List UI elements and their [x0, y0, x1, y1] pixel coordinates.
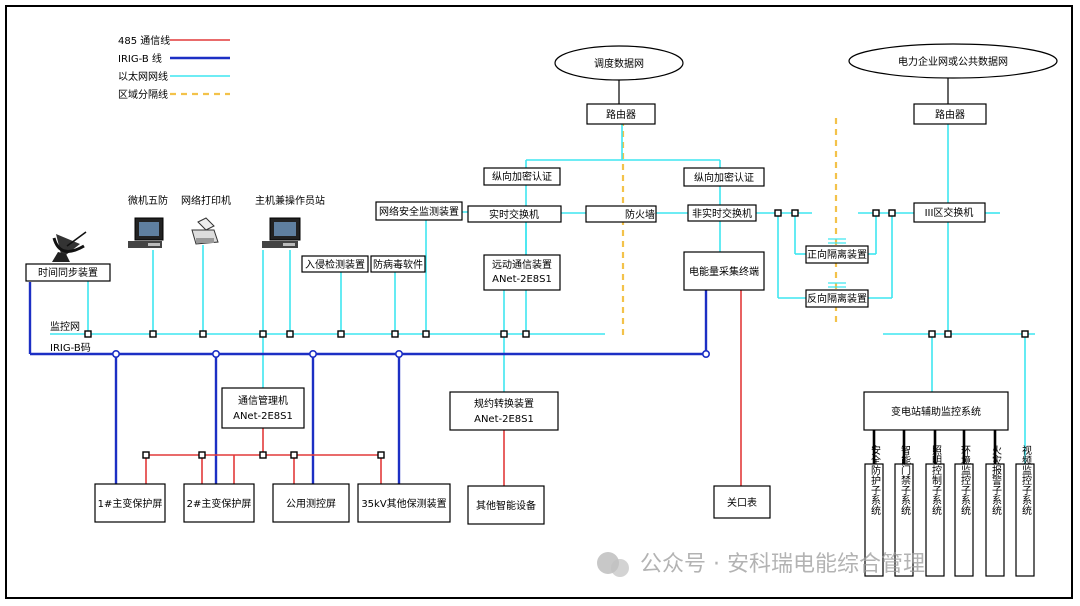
main-transformer-1-label: 1#主变保护屏: [98, 497, 163, 510]
firewall-label: 防火墙: [625, 208, 655, 221]
subsystem-box: [1015, 463, 1035, 577]
realtime-switch: [467, 205, 562, 223]
comm-manager: [221, 387, 305, 429]
enterprise-network-label: 电力企业网或公共数据网: [898, 55, 1008, 68]
dispatch-network-label: 调度数据网: [594, 57, 644, 70]
computer-icon: [262, 217, 301, 248]
protocol-converter: [449, 391, 559, 431]
main-transformer-2-panel: [183, 483, 255, 523]
energy-meter-terminal-label: 电能量采集终端: [689, 265, 759, 278]
encrypt-auth-zone1-label: 纵向加密认证: [492, 170, 552, 183]
protocol-converter-model: ANet-2E8S1: [474, 414, 534, 425]
net-security-monitor: [375, 201, 463, 221]
printer-icon: [191, 217, 219, 245]
time-sync-label: 时间同步装置: [38, 266, 98, 279]
subsystem-label: 环境监控子系统: [959, 445, 971, 515]
subsystem-label: 视频监控子系统: [1020, 444, 1032, 515]
net-security-monitor-label: 网络安全监测装置: [379, 205, 459, 218]
remote-comm-label: 远动通信装置: [492, 258, 552, 271]
protocol-converter-label: 规约转换装置: [474, 397, 534, 410]
realtime-switch-label: 实时交换机: [489, 208, 539, 221]
non-realtime-switch: [687, 204, 757, 222]
subsystem-box: [985, 463, 1005, 577]
encrypt-auth-zone1: [483, 167, 561, 186]
irigb-code-label: IRIG-B码: [50, 342, 91, 354]
legend-485-label: 485 通信线: [118, 34, 170, 47]
energy-meter-terminal: [683, 251, 765, 291]
computer-icon: [128, 217, 164, 248]
time-sync-device: [25, 263, 111, 282]
subsystem-box: [954, 463, 974, 577]
aux-system-links: [872, 430, 997, 464]
remote-comm-device: [483, 254, 561, 291]
antivirus-label: 防病毒软件: [373, 258, 423, 271]
kv35-protection-device: [357, 483, 451, 523]
satellite-dish-icon: [52, 231, 87, 262]
legend-ethernet-label: 以太网网线: [118, 70, 168, 83]
irigb-lines: [28, 282, 710, 484]
legend-irigb-label: IRIG-B 线: [118, 52, 162, 65]
zone3-switch: [913, 202, 986, 223]
aux-monitoring-system-label: 变电站辅助监控系统: [891, 405, 981, 418]
subsystem-label: 安全防护子系统: [869, 444, 881, 515]
router-zone1: [586, 103, 656, 125]
forward-isolation-label: 正向隔离装置: [807, 248, 867, 261]
host-operator-label: 主机兼操作员站: [255, 194, 325, 207]
forward-isolation: [805, 245, 869, 264]
subsystem-label: 火灾报警子系统: [990, 445, 1002, 515]
subsystem-label: 照明控制子系统: [930, 445, 942, 515]
gate-meter-label: 关口表: [727, 496, 757, 509]
public-measure-panel: [272, 483, 350, 523]
intrusion-detection: [301, 255, 369, 273]
legend-zone-label: 区域分隔线: [118, 88, 168, 101]
reverse-isolation: [805, 289, 869, 308]
subsystem-label: 智能门禁子系统: [899, 444, 911, 515]
zone3-switch-label: III区交换机: [925, 206, 974, 219]
other-smart-device-label: 其他智能设备: [476, 499, 536, 512]
public-measure-label: 公用测控屏: [286, 497, 336, 510]
router-zone3: [913, 103, 987, 125]
remote-comm-model: ANet-2E8S1: [492, 274, 552, 285]
antivirus: [370, 255, 426, 273]
enterprise-network-cloud: [848, 43, 1058, 79]
kv35-protection-label: 35kV其他保测装置: [361, 497, 446, 510]
main-transformer-2-label: 2#主变保护屏: [187, 497, 252, 510]
subsystem-box: [864, 463, 884, 577]
aux-monitoring-system: [863, 391, 1009, 431]
comm-manager-model: ANet-2E8S1: [233, 411, 293, 422]
reverse-isolation-label: 反向隔离装置: [807, 292, 867, 305]
aux-subsystems: 安全防护子系统 智能门禁子系统 照明控制子系统 环境监控子系统 火灾报警子系统 …: [864, 444, 1035, 577]
watermark: 公众号 · 安科瑞电能综合管理: [597, 552, 925, 577]
legend: 485 通信线 IRIG-B 线 以太网网线 区域分隔线: [118, 34, 230, 101]
non-realtime-switch-label: 非实时交换机: [692, 207, 752, 220]
monitor-net-label: 监控网: [50, 320, 80, 333]
subsystem-box: [925, 463, 945, 577]
encrypt-auth-zone2: [683, 167, 765, 187]
wufang-label: 微机五防: [128, 194, 168, 207]
main-transformer-1-panel: [94, 483, 166, 523]
connector-nodes: [84, 209, 1029, 459]
intrusion-detection-label: 入侵检测装置: [305, 258, 365, 271]
watermark-text: 公众号 · 安科瑞电能综合管理: [640, 552, 925, 577]
subsystem-box: [894, 463, 914, 577]
firewall: [585, 205, 657, 223]
gate-meter: [713, 485, 771, 519]
other-smart-device: [467, 485, 545, 525]
encrypt-auth-zone2-label: 纵向加密认证: [694, 171, 754, 184]
router-zone3-label: 路由器: [935, 108, 965, 121]
comm-manager-label: 通信管理机: [238, 394, 288, 407]
printer-label: 网络打印机: [181, 194, 231, 207]
router-zone1-label: 路由器: [606, 108, 636, 121]
